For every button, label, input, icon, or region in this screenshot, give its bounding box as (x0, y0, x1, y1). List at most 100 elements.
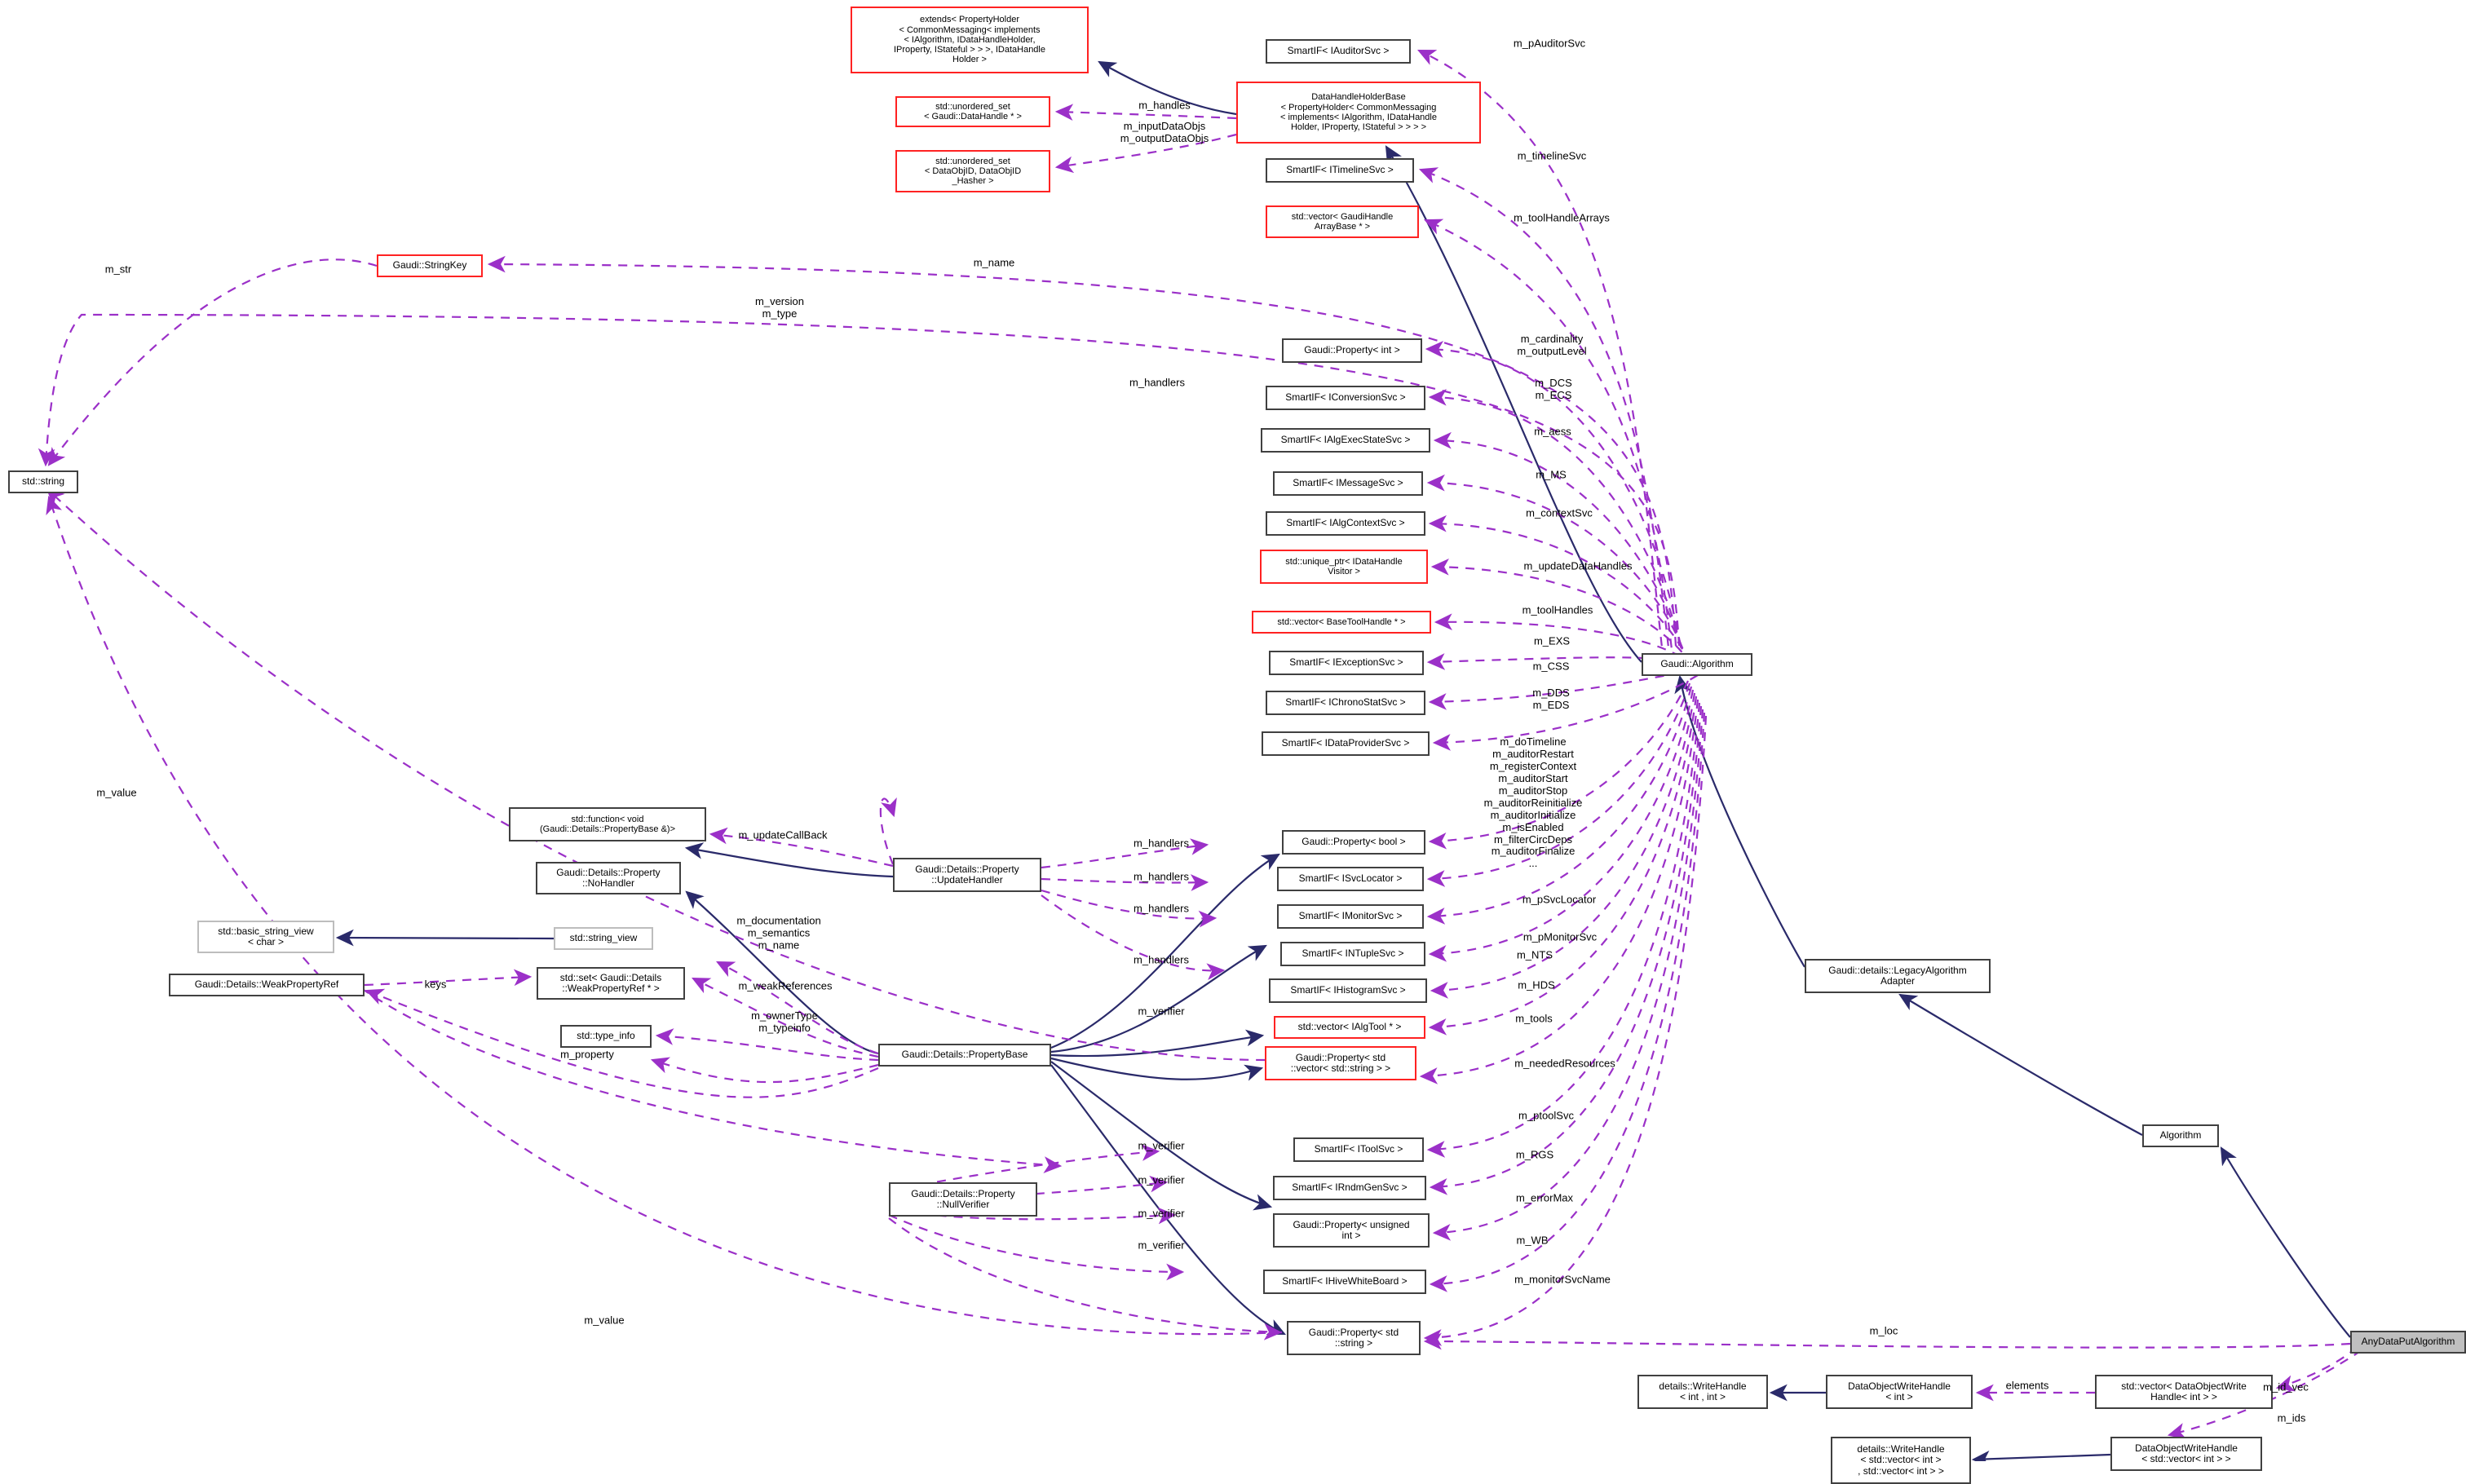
class-node-smartif_svcloc[interactable]: SmartIF< ISvcLocator > (1277, 867, 1424, 891)
class-node-writehandle_vec[interactable]: details::WriteHandle < std::vector< int … (1831, 1437, 1971, 1484)
class-node-smartif_convsvc[interactable]: SmartIF< IConversionSvc > (1266, 386, 1425, 410)
class-node-label: DataObjectWriteHandle < int > (1848, 1380, 1951, 1402)
edge-label-m_verifier_1: m_verifier (1138, 1139, 1185, 1152)
class-node-uptr_visitor[interactable]: std::unique_ptr< IDataHandle Visitor > (1260, 550, 1428, 584)
edge-label-m_ownerType_typeinfo: m_ownerType m_typeinfo (751, 1009, 818, 1034)
edge-label-m_DDS_EDS: m_DDS m_EDS (1532, 687, 1570, 711)
class-node-vec_ialgtool[interactable]: std::vector< IAlgTool * > (1274, 1016, 1425, 1039)
edge-label-m_errorMax: m_errorMax (1515, 1191, 1574, 1204)
class-node-label: std::string_view (569, 932, 638, 944)
class-node-label: SmartIF< IMonitorSvc > (1298, 910, 1403, 922)
class-node-smartif_timeline[interactable]: SmartIF< ITimelineSvc > (1266, 158, 1414, 183)
class-node-algorithm[interactable]: Algorithm (2142, 1124, 2219, 1147)
class-node-set_weakref[interactable]: std::set< Gaudi::Details ::WeakPropertyR… (537, 967, 685, 1000)
edge-label-m_monitorSvcName: m_monitorSvcName (1514, 1273, 1611, 1286)
edge-label-m_EXS: m_EXS (1533, 634, 1571, 647)
class-node-nohandler[interactable]: Gaudi::Details::Property ::NoHandler (536, 862, 681, 894)
edge-label-m_pMonitorSvc: m_pMonitorSvc (1522, 930, 1598, 943)
class-node-dhhb[interactable]: DataHandleHolderBase < PropertyHolder< C… (1236, 82, 1481, 144)
class-node-prop_uint[interactable]: Gaudi::Property< unsigned int > (1273, 1213, 1430, 1248)
edge-label-m_name: m_name (973, 256, 1015, 269)
class-node-smartif_msgsvc[interactable]: SmartIF< IMessageSvc > (1273, 471, 1423, 496)
class-node-vec_basetool[interactable]: std::vector< BaseToolHandle * > (1252, 611, 1431, 634)
class-node-smartif_histo[interactable]: SmartIF< IHistogramSvc > (1269, 978, 1427, 1003)
edge-label-m_inputOutputDataObjs: m_inputDataObjs m_outputDataObjs (1120, 120, 1209, 144)
class-node-writehandle_int[interactable]: details::WriteHandle < int , int > (1637, 1375, 1768, 1409)
class-node-label: Gaudi::Property< bool > (1302, 836, 1406, 848)
class-node-label: Gaudi::details::LegacyAlgorithm Adapter (1828, 964, 1967, 987)
class-node-std_function[interactable]: std::function< void (Gaudi::Details::Pro… (509, 807, 706, 841)
class-node-vec_dowh_int[interactable]: std::vector< DataObjectWrite Handle< int… (2095, 1375, 2273, 1409)
edge-label-m_value_bottom: m_value (584, 1314, 625, 1327)
class-node-label: Gaudi::Algorithm (1660, 658, 1734, 670)
class-node-label: SmartIF< IChronoStatSvc > (1285, 696, 1406, 709)
class-node-dowh_vec[interactable]: DataObjectWriteHandle < std::vector< int… (2110, 1437, 2262, 1471)
class-node-smartif_chrono[interactable]: SmartIF< IChronoStatSvc > (1266, 691, 1425, 715)
class-node-label: Gaudi::Property< int > (1304, 344, 1400, 356)
class-node-anydataput[interactable]: AnyDataPutAlgorithm (2350, 1331, 2466, 1354)
edge-label-m_HDS: m_HDS (1518, 978, 1555, 992)
edge-label-m_NTS: m_NTS (1516, 948, 1553, 961)
class-node-label: SmartIF< IDataProviderSvc > (1281, 737, 1410, 749)
class-node-smartif_ntuple[interactable]: SmartIF< INTupleSvc > (1280, 942, 1425, 966)
edge-label-m_cardinality_outputLevel: m_cardinality m_outputLevel (1517, 333, 1587, 357)
class-node-nullverifier[interactable]: Gaudi::Details::Property ::NullVerifier (889, 1182, 1037, 1217)
edge-label-m_version_type: m_version m_type (755, 295, 804, 320)
class-node-label: Algorithm (2159, 1129, 2202, 1142)
class-node-type_info[interactable]: std::type_info (560, 1025, 652, 1048)
edge-label-m_verifier_top: m_verifier (1138, 1005, 1185, 1018)
class-node-smartif_dataprov[interactable]: SmartIF< IDataProviderSvc > (1262, 731, 1430, 756)
class-node-vec_gaudihandle[interactable]: std::vector< GaudiHandle ArrayBase * > (1266, 205, 1419, 238)
class-node-smartif_algexec[interactable]: SmartIF< IAlgExecStateSvc > (1261, 428, 1430, 453)
edge-label-m_value_left: m_value (96, 786, 137, 799)
class-node-string_view[interactable]: std::string_view (554, 927, 653, 950)
class-node-label: Gaudi::Property< std ::string > (1308, 1326, 1399, 1349)
class-node-label: std::function< void (Gaudi::Details::Pro… (540, 814, 675, 834)
class-node-smartif_hive[interactable]: SmartIF< IHiveWhiteBoard > (1263, 1270, 1426, 1294)
class-node-label: std::vector< GaudiHandle ArrayBase * > (1291, 211, 1394, 232)
class-node-label: Gaudi::Details::WeakPropertyRef (194, 978, 339, 991)
edge-label-m_updateCallBack: m_updateCallBack (738, 828, 828, 841)
class-node-smartif_exc[interactable]: SmartIF< IExceptionSvc > (1269, 651, 1424, 675)
class-node-prop_vecstring[interactable]: Gaudi::Property< std ::vector< std::stri… (1265, 1046, 1416, 1080)
class-node-label: SmartIF< IExceptionSvc > (1289, 656, 1403, 669)
class-node-prop_bool[interactable]: Gaudi::Property< bool > (1282, 830, 1425, 855)
class-node-smartif_monitor[interactable]: SmartIF< IMonitorSvc > (1277, 904, 1424, 929)
class-node-label: extends< PropertyHolder < CommonMessagin… (894, 15, 1045, 65)
class-node-label: std::unique_ptr< IDataHandle Visitor > (1285, 556, 1403, 576)
class-node-dowh_int[interactable]: DataObjectWriteHandle < int > (1826, 1375, 1973, 1409)
class-node-label: SmartIF< IHiveWhiteBoard > (1282, 1275, 1408, 1287)
class-node-label: std::vector< IAlgTool * > (1297, 1021, 1402, 1033)
class-node-std_string[interactable]: std::string (8, 470, 78, 493)
edge-label-m_MS: m_MS (1536, 468, 1567, 481)
class-node-prop_int[interactable]: Gaudi::Property< int > (1282, 338, 1422, 363)
class-node-stringkey[interactable]: Gaudi::StringKey (377, 254, 483, 277)
edge-label-m_property: m_property (560, 1048, 614, 1061)
class-node-label: details::WriteHandle < int , int > (1659, 1380, 1747, 1402)
edge-label-m_handles: m_handles (1138, 99, 1191, 112)
class-node-weakpropertyref[interactable]: Gaudi::Details::WeakPropertyRef (169, 974, 365, 996)
class-node-smartif_toolsvc[interactable]: SmartIF< IToolSvc > (1293, 1137, 1424, 1162)
class-node-label: SmartIF< IAlgContextSvc > (1286, 517, 1405, 529)
class-node-smartif_auditor[interactable]: SmartIF< IAuditorSvc > (1266, 39, 1411, 64)
class-node-propertybase[interactable]: Gaudi::Details::PropertyBase (878, 1044, 1051, 1067)
class-node-basic_string_view[interactable]: std::basic_string_view < char > (197, 921, 334, 953)
class-node-smartif_rndm[interactable]: SmartIF< IRndmGenSvc > (1273, 1176, 1426, 1200)
edge-label-m_WB: m_WB (1516, 1234, 1549, 1247)
edge-label-m_loc: m_loc (1869, 1324, 1898, 1337)
class-node-label: std::unordered_set < DataObjID, DataObjI… (924, 156, 1022, 187)
class-node-label: Gaudi::StringKey (392, 259, 467, 272)
class-node-label: SmartIF< IToolSvc > (1314, 1143, 1403, 1155)
class-node-label: Gaudi::Details::Property ::NullVerifier (911, 1187, 1015, 1210)
class-node-extends[interactable]: extends< PropertyHolder < CommonMessagin… (851, 7, 1089, 73)
class-node-prop_string[interactable]: Gaudi::Property< std ::string > (1287, 1321, 1421, 1355)
class-node-gaudi_algorithm[interactable]: Gaudi::Algorithm (1642, 653, 1752, 676)
class-node-uset_handle[interactable]: std::unordered_set < Gaudi::DataHandle *… (895, 96, 1050, 127)
class-node-uset_dataobjid[interactable]: std::unordered_set < DataObjID, DataObjI… (895, 150, 1050, 192)
class-node-smartif_algctx[interactable]: SmartIF< IAlgContextSvc > (1266, 511, 1425, 536)
class-node-legacy_adapter[interactable]: Gaudi::details::LegacyAlgorithm Adapter (1805, 959, 1991, 993)
edge-label-m_ptoolSvc: m_ptoolSvc (1518, 1109, 1574, 1122)
class-node-updatehandler[interactable]: Gaudi::Details::Property ::UpdateHandler (893, 858, 1041, 892)
class-node-label: AnyDataPutAlgorithm (2361, 1336, 2455, 1348)
